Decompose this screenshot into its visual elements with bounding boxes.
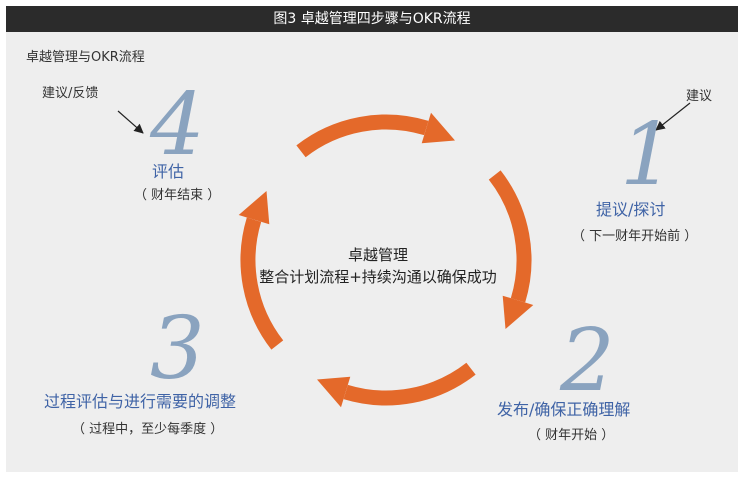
step-1-number: 1 [620, 105, 675, 205]
step-2-label: 发布/确保正确理解 [497, 400, 631, 419]
cycle-arrow-bottom-head [317, 376, 351, 408]
step-1-label: 提议/探讨 [596, 200, 666, 219]
note-arrow-right [655, 102, 691, 131]
cycle-arrow-right-body [488, 170, 532, 303]
figure-title: 图3 卓越管理四步骤与OKR流程 [6, 6, 738, 32]
note-suggestion: 建议 [686, 89, 713, 104]
step-3-number: 3 [150, 299, 205, 399]
step-3-timing: （ 过程中，至少每季度 ） [72, 422, 224, 437]
step-1-timing: （ 下一财年开始前 ） [572, 229, 698, 244]
cycle-arrow-left-head [238, 191, 270, 225]
note-arrow-left [117, 110, 144, 134]
cycle-arrow-bottom-body [343, 362, 476, 406]
step-4-label: 评估 [152, 162, 185, 181]
step-2-timing: （ 财年开始 ） [528, 428, 615, 443]
center-description: 整合计划流程+持续沟通以确保成功 [259, 268, 497, 286]
step-4-timing: （ 财年结束 ） [134, 188, 221, 203]
diagram-subtitle: 卓越管理与OKR流程 [26, 50, 145, 65]
cycle-arrow-right-head [502, 295, 534, 329]
cycle-arrow-left-body [240, 217, 284, 350]
cycle-arrow-top-body [296, 114, 429, 158]
step-2-number: 2 [560, 311, 615, 411]
center-title: 卓越管理 [347, 246, 408, 264]
step-3-label: 过程评估与进行需要的调整 [44, 392, 237, 411]
step-4-number: 4 [150, 75, 205, 175]
cycle-arrow-top-head [421, 112, 455, 144]
note-suggestion-feedback: 建议/反馈 [42, 86, 99, 101]
